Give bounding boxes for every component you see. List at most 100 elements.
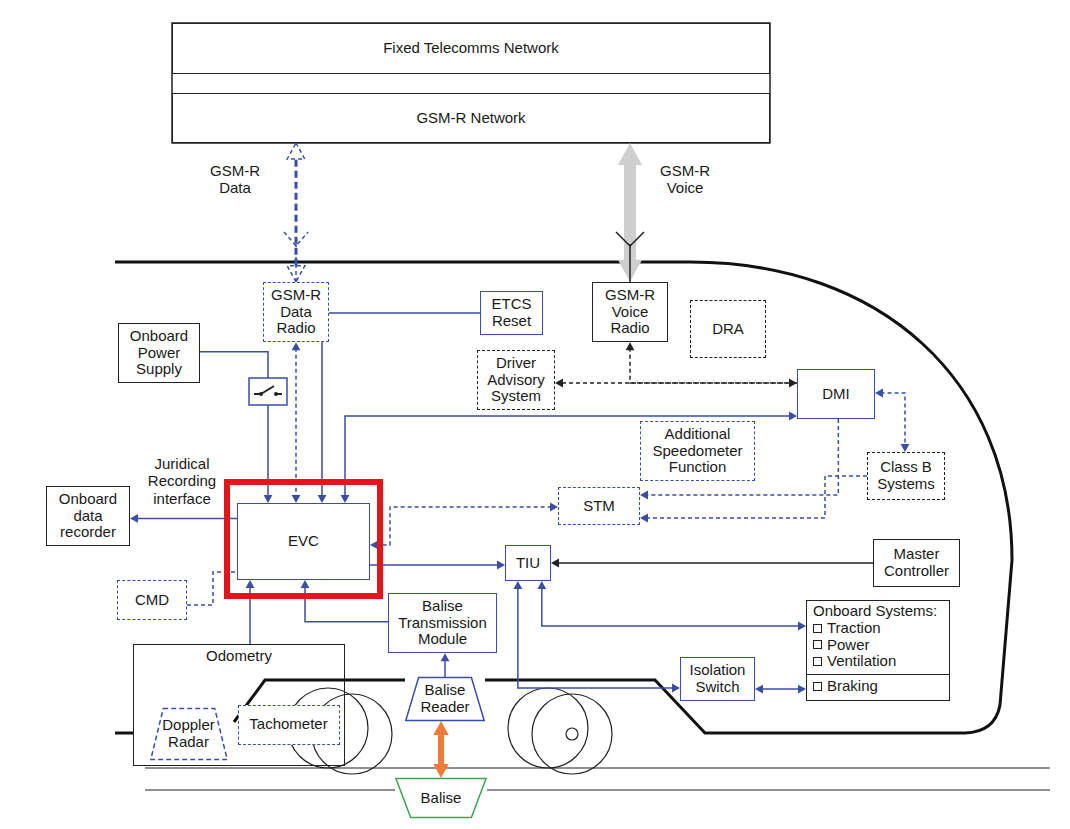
connector [301, 580, 388, 622]
text-holder: Tachometer [243, 716, 335, 733]
sensor-trapezoid: Doppler Radar [150, 708, 228, 760]
connector [537, 581, 806, 630]
box-label: GSM-R Data Radio [268, 287, 324, 337]
list-row: Power [813, 637, 943, 654]
component-box: DRA [690, 300, 766, 358]
connector-line [438, 731, 444, 768]
text-holder: Isolation Switch [685, 662, 750, 696]
edge-label: Juridical Recording interface [140, 455, 224, 507]
module-box: STM [558, 487, 640, 525]
connector [287, 143, 305, 282]
balise-trapezoid: Balise [395, 778, 487, 818]
arrow-head [497, 561, 505, 570]
box-label: Driver Advisory System [482, 355, 550, 405]
text-holder: GSM-R Data Radio [268, 287, 324, 337]
arrow-head [287, 143, 305, 159]
box-label: Isolation Switch [685, 662, 750, 696]
arrow-head [618, 143, 642, 165]
box-label: Ventilation [827, 653, 896, 670]
box-label: Master Controller [878, 546, 955, 580]
text-holder: Odometry [138, 648, 340, 665]
box-label: Tachometer [243, 716, 335, 733]
recorder-box: Onboard data recorder [46, 486, 130, 546]
rails [145, 768, 1050, 790]
box-label: ETCS Reset [485, 296, 538, 330]
connector-line [557, 562, 873, 564]
connector [370, 561, 505, 570]
edge-label: GSM-R Voice [654, 162, 716, 197]
connector [875, 389, 909, 452]
arrow-head [433, 721, 448, 735]
text-holder: Driver Advisory System [482, 355, 550, 405]
arrow-head [640, 491, 648, 500]
text-holder: DRA [695, 321, 761, 338]
arrow-head [789, 412, 797, 421]
arrow-head [264, 495, 273, 503]
connector [640, 419, 838, 499]
box-label: Odometry [138, 648, 340, 665]
text-holder: Class B Systems [872, 459, 940, 493]
train-body [115, 262, 1012, 733]
text-holder: DMI [802, 386, 870, 403]
network-band: GSM-R Network [172, 93, 770, 143]
box-label: Braking [827, 678, 878, 695]
reader-trapezoid: Balise Reader [405, 677, 485, 721]
arrow-head [537, 581, 546, 589]
box-label: GSM-R Network [177, 110, 765, 127]
switch-box: Isolation Switch [680, 657, 755, 701]
arrow-head [550, 503, 558, 512]
box-label: CMD [122, 592, 182, 609]
arrow-head [246, 580, 255, 588]
arrow-head [513, 581, 522, 589]
box-label: Balise Reader [417, 682, 473, 716]
bullet-square [813, 624, 822, 633]
voice-antenna [616, 232, 644, 282]
box-label: Balise [407, 790, 475, 807]
box-label: GSM-R Voice Radio [597, 287, 663, 337]
box-label: Balise Transmission Module [393, 598, 492, 648]
odometry-box: OdometryDoppler Radar Tachometer [133, 644, 345, 766]
box-label: Class B Systems [872, 459, 940, 493]
connector-line [444, 659, 446, 677]
arrow-head [370, 541, 378, 550]
connector-line [646, 476, 867, 518]
box-label: Doppler Radar [162, 717, 216, 751]
bullet-square [813, 657, 822, 666]
box-label: EVC [242, 533, 365, 550]
box-label: Onboard data recorder [51, 491, 125, 541]
text-holder: Onboard Systems:TractionPowerVentilation… [813, 603, 943, 698]
connector [318, 313, 480, 503]
text-holder: TIU [510, 555, 546, 572]
component-box: CMD [117, 580, 187, 620]
controller-box: Master Controller [873, 539, 960, 587]
text-holder: Master Controller [878, 546, 955, 580]
text-holder: Balise [407, 790, 475, 807]
module-box: Balise Transmission Module [388, 593, 497, 653]
network-band: Fixed Telecomms Network [172, 23, 770, 74]
text-holder: STM [563, 498, 635, 515]
arrow-head [640, 514, 648, 523]
component-box: Class B Systems [867, 452, 945, 500]
connector-line [295, 348, 297, 498]
connector-line [370, 564, 499, 566]
arrow-head [555, 379, 563, 388]
connector-line [295, 159, 298, 266]
sensor-box: Tachometer [238, 705, 340, 745]
text-holder: Doppler Radar [162, 717, 216, 751]
connector-line [881, 393, 905, 446]
power-box: Onboard Power Supply [118, 323, 200, 383]
arrow-head [626, 342, 635, 350]
text-holder: Balise Reader [417, 682, 473, 716]
connector-line [305, 586, 388, 622]
connector [441, 653, 450, 677]
highlight-frame [227, 482, 380, 596]
connector [513, 581, 680, 692]
arrow-head [901, 444, 910, 452]
interface-box: DMI [797, 369, 875, 419]
text-holder: GSM-R Voice Radio [597, 287, 663, 337]
connector-line [518, 587, 675, 688]
systems-box: Onboard Systems:TractionPowerVentilation… [806, 600, 950, 701]
arrow-head [798, 622, 806, 631]
data-antenna [284, 232, 308, 282]
box-label: TIU [510, 555, 546, 572]
